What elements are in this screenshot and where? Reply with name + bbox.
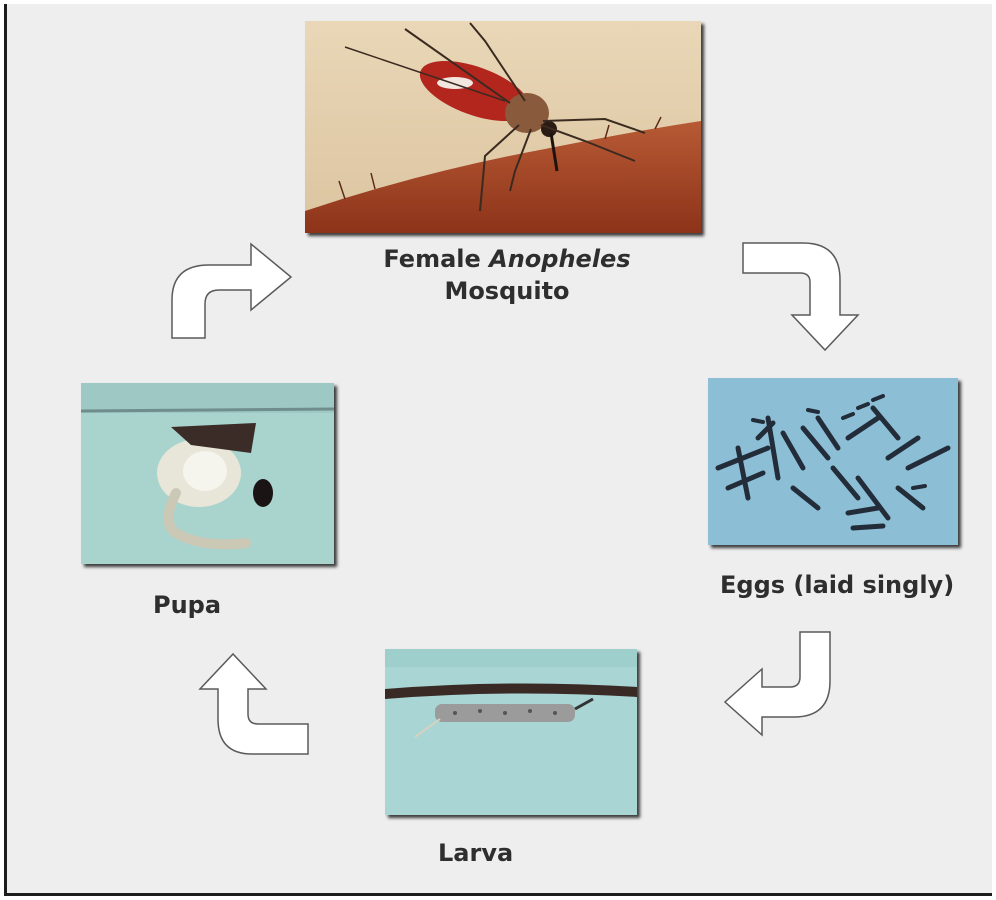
pupa-label: Pupa xyxy=(153,589,221,621)
larva-photo xyxy=(385,649,637,815)
arrow-larva-to-pupa xyxy=(190,649,315,759)
larva-label: Larva xyxy=(438,837,513,869)
adult-mosquito-label: Female Anopheles Mosquito xyxy=(312,243,702,307)
arrow-pupa-to-adult xyxy=(169,232,299,342)
arrow-eggs-to-larva xyxy=(722,629,862,739)
eggs-label: Eggs (laid singly) xyxy=(720,569,954,601)
eggs-photo xyxy=(708,378,958,545)
arrow-adult-to-eggs xyxy=(740,240,870,355)
diagram-canvas: Female Anopheles Mosquito Eggs (laid sin… xyxy=(4,4,992,896)
adult-mosquito-photo xyxy=(305,21,701,233)
species-name: Anopheles xyxy=(489,245,630,273)
pupa-photo xyxy=(81,383,334,564)
